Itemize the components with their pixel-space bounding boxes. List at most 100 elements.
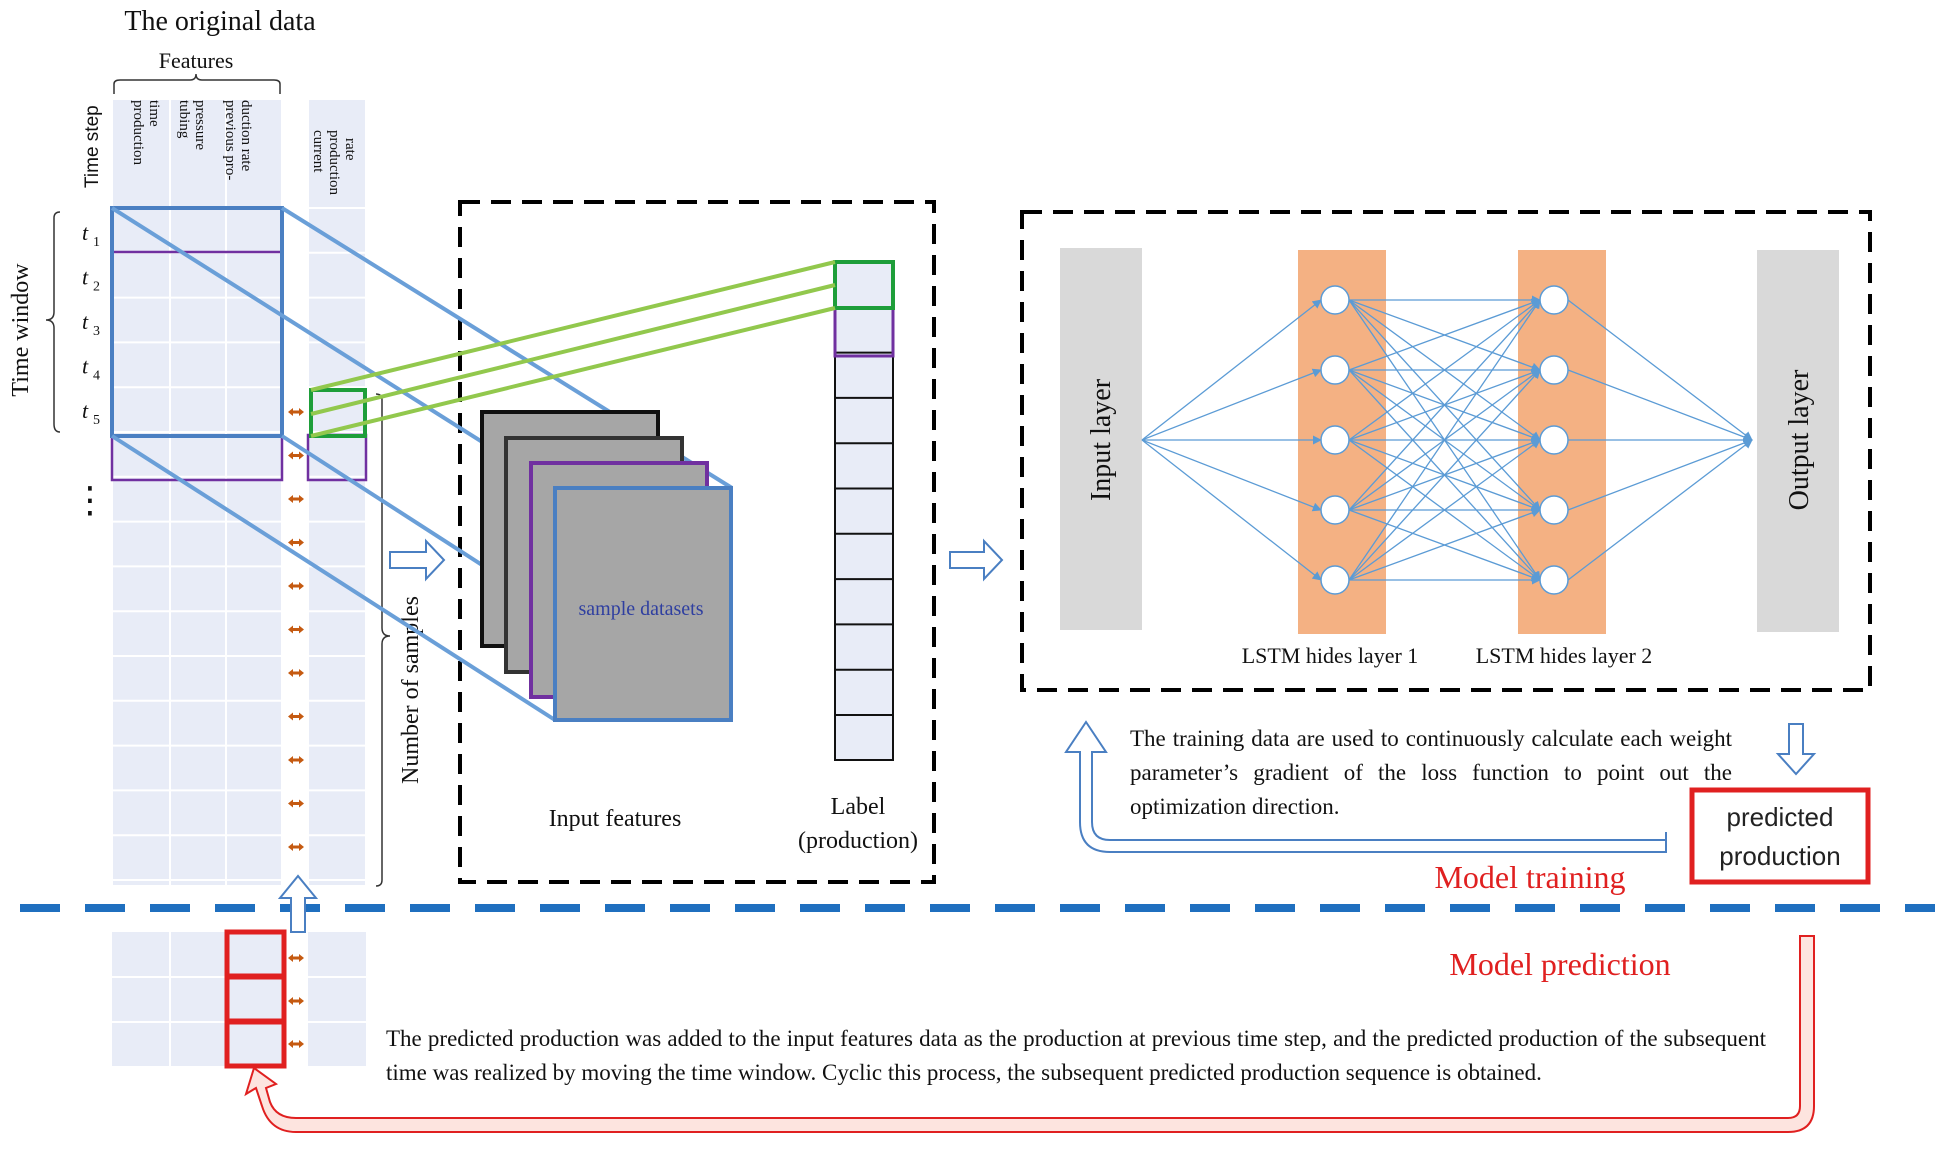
label-column-header-line2: production — [326, 130, 342, 195]
input-to-hidden1-edge — [1141, 439, 1322, 581]
column-header-3-line1: previous pro- — [222, 100, 238, 180]
time-step-subscript: 4 — [93, 369, 100, 384]
time-window-label: Time window — [8, 263, 34, 397]
column-header-1-line2: time — [146, 100, 162, 127]
double-arrow — [288, 954, 304, 962]
projection-line-bottom-left — [110, 434, 557, 722]
input-features-label: Input features — [549, 806, 682, 832]
output-layer-label: Output layer — [1784, 369, 1815, 510]
original-data-table — [111, 100, 367, 885]
hidden2-to-output-edge — [1567, 369, 1753, 442]
lstm-layer-1-label: LSTM hides layer 1 — [1242, 643, 1419, 668]
samples-brace — [375, 393, 391, 887]
label-column-header-line1: current — [310, 130, 326, 173]
input-layer-block — [1060, 248, 1142, 630]
input-layer-label: Input layer — [1086, 378, 1117, 501]
lstm-neuron — [1539, 355, 1569, 385]
predicted-production-box — [1689, 787, 1871, 885]
lstm-neuron — [1320, 565, 1350, 595]
lstm-neuron — [1320, 285, 1350, 315]
time-step-subscript: 2 — [93, 280, 100, 295]
to-prediction-arrow — [1775, 723, 1817, 776]
time-step-subscript: 3 — [93, 324, 100, 339]
prediction-cell-3 — [224, 1019, 287, 1069]
prediction-feature-grid — [112, 932, 282, 1066]
prediction-row-arrows — [288, 954, 304, 1048]
hidden1-to-hidden2-edge — [1348, 508, 1541, 581]
sample-datasets-box — [458, 200, 936, 884]
input-to-hidden1-edge — [1141, 368, 1322, 441]
predicted-production-line1: predicted — [1727, 802, 1834, 832]
label-projection-line-2 — [310, 283, 836, 416]
hidden2-to-output-edge — [1567, 439, 1753, 581]
output-layer-block — [1757, 250, 1839, 632]
time-window-frame — [110, 206, 284, 438]
label-column-background — [834, 261, 894, 761]
label-projection-line-3 — [310, 306, 836, 438]
predicted-production-line2: production — [1719, 841, 1840, 871]
input-to-hidden1-edge — [1141, 299, 1322, 441]
training-feedback-arrow — [1064, 720, 1667, 853]
lstm-neuron — [1320, 425, 1350, 455]
label-caption-line1: Label — [831, 794, 886, 820]
lstm-neuron — [1539, 425, 1569, 455]
column-header-2-line2: pressure — [192, 100, 208, 150]
time-step-subscript: 5 — [93, 413, 100, 428]
time-step-t4: t — [82, 354, 89, 379]
double-arrow — [288, 408, 304, 416]
lstm-neuron — [1320, 355, 1350, 385]
time-step-subscript: 1 — [93, 235, 100, 250]
network-neurons — [1320, 285, 1569, 595]
features-brace — [113, 73, 281, 94]
lstm-neuron — [1539, 495, 1569, 525]
double-arrow — [288, 997, 304, 1005]
column-header-2-line1: tubing — [176, 100, 192, 139]
to-samples-arrow — [389, 538, 446, 582]
hidden1-to-hidden2-edge — [1348, 439, 1541, 581]
lstm-neuron — [1539, 565, 1569, 595]
to-network-arrow — [949, 538, 1004, 582]
time-step-t2: t — [82, 265, 89, 290]
double-arrow — [288, 756, 304, 764]
time-step-label: Time step — [82, 105, 103, 188]
row-mapping-arrows — [288, 408, 304, 851]
label-caption-line2: (production) — [798, 828, 918, 854]
double-arrow — [288, 712, 304, 721]
model-training-label: Model training — [1434, 859, 1625, 895]
original-data-title: The original data — [124, 6, 316, 37]
double-arrow — [288, 669, 304, 677]
network-box — [1020, 210, 1872, 692]
label-column-cells — [834, 261, 894, 761]
network-connections — [1141, 295, 1753, 585]
double-arrow — [288, 625, 304, 634]
training-description: The training data are used to continuous… — [1130, 726, 1732, 819]
hidden2-to-output-edge — [1567, 299, 1753, 441]
hidden1-to-hidden2-edge — [1348, 299, 1541, 441]
column-header-3-line2: duction rate — [238, 100, 254, 172]
model-prediction-label: Model prediction — [1449, 946, 1670, 982]
double-arrow — [288, 451, 304, 460]
time-step-t1: t — [82, 220, 89, 245]
label-projection-line-1 — [310, 260, 836, 392]
double-arrow — [288, 799, 304, 808]
prediction-description: The predicted production was added to th… — [386, 1026, 1766, 1085]
sample-layer-front — [553, 486, 733, 722]
time-step-t3: t — [82, 309, 89, 334]
sample-datasets-label: sample datasets — [579, 598, 704, 620]
double-arrow — [288, 1040, 304, 1048]
input-to-hidden1-edge — [1141, 439, 1322, 512]
label-grid-background — [308, 100, 366, 885]
prediction-update-arrow — [277, 874, 319, 933]
rows-ellipsis: ⋮ — [72, 479, 108, 520]
double-arrow — [288, 495, 304, 503]
lstm-neuron — [1320, 495, 1350, 525]
double-arrow — [288, 538, 304, 547]
column-header-1-line1: production — [130, 100, 146, 165]
time-step-t5: t — [82, 398, 89, 423]
prediction-loop-arrow — [244, 935, 1815, 1133]
features-label: Features — [159, 48, 234, 73]
time-window-brace — [45, 211, 61, 433]
